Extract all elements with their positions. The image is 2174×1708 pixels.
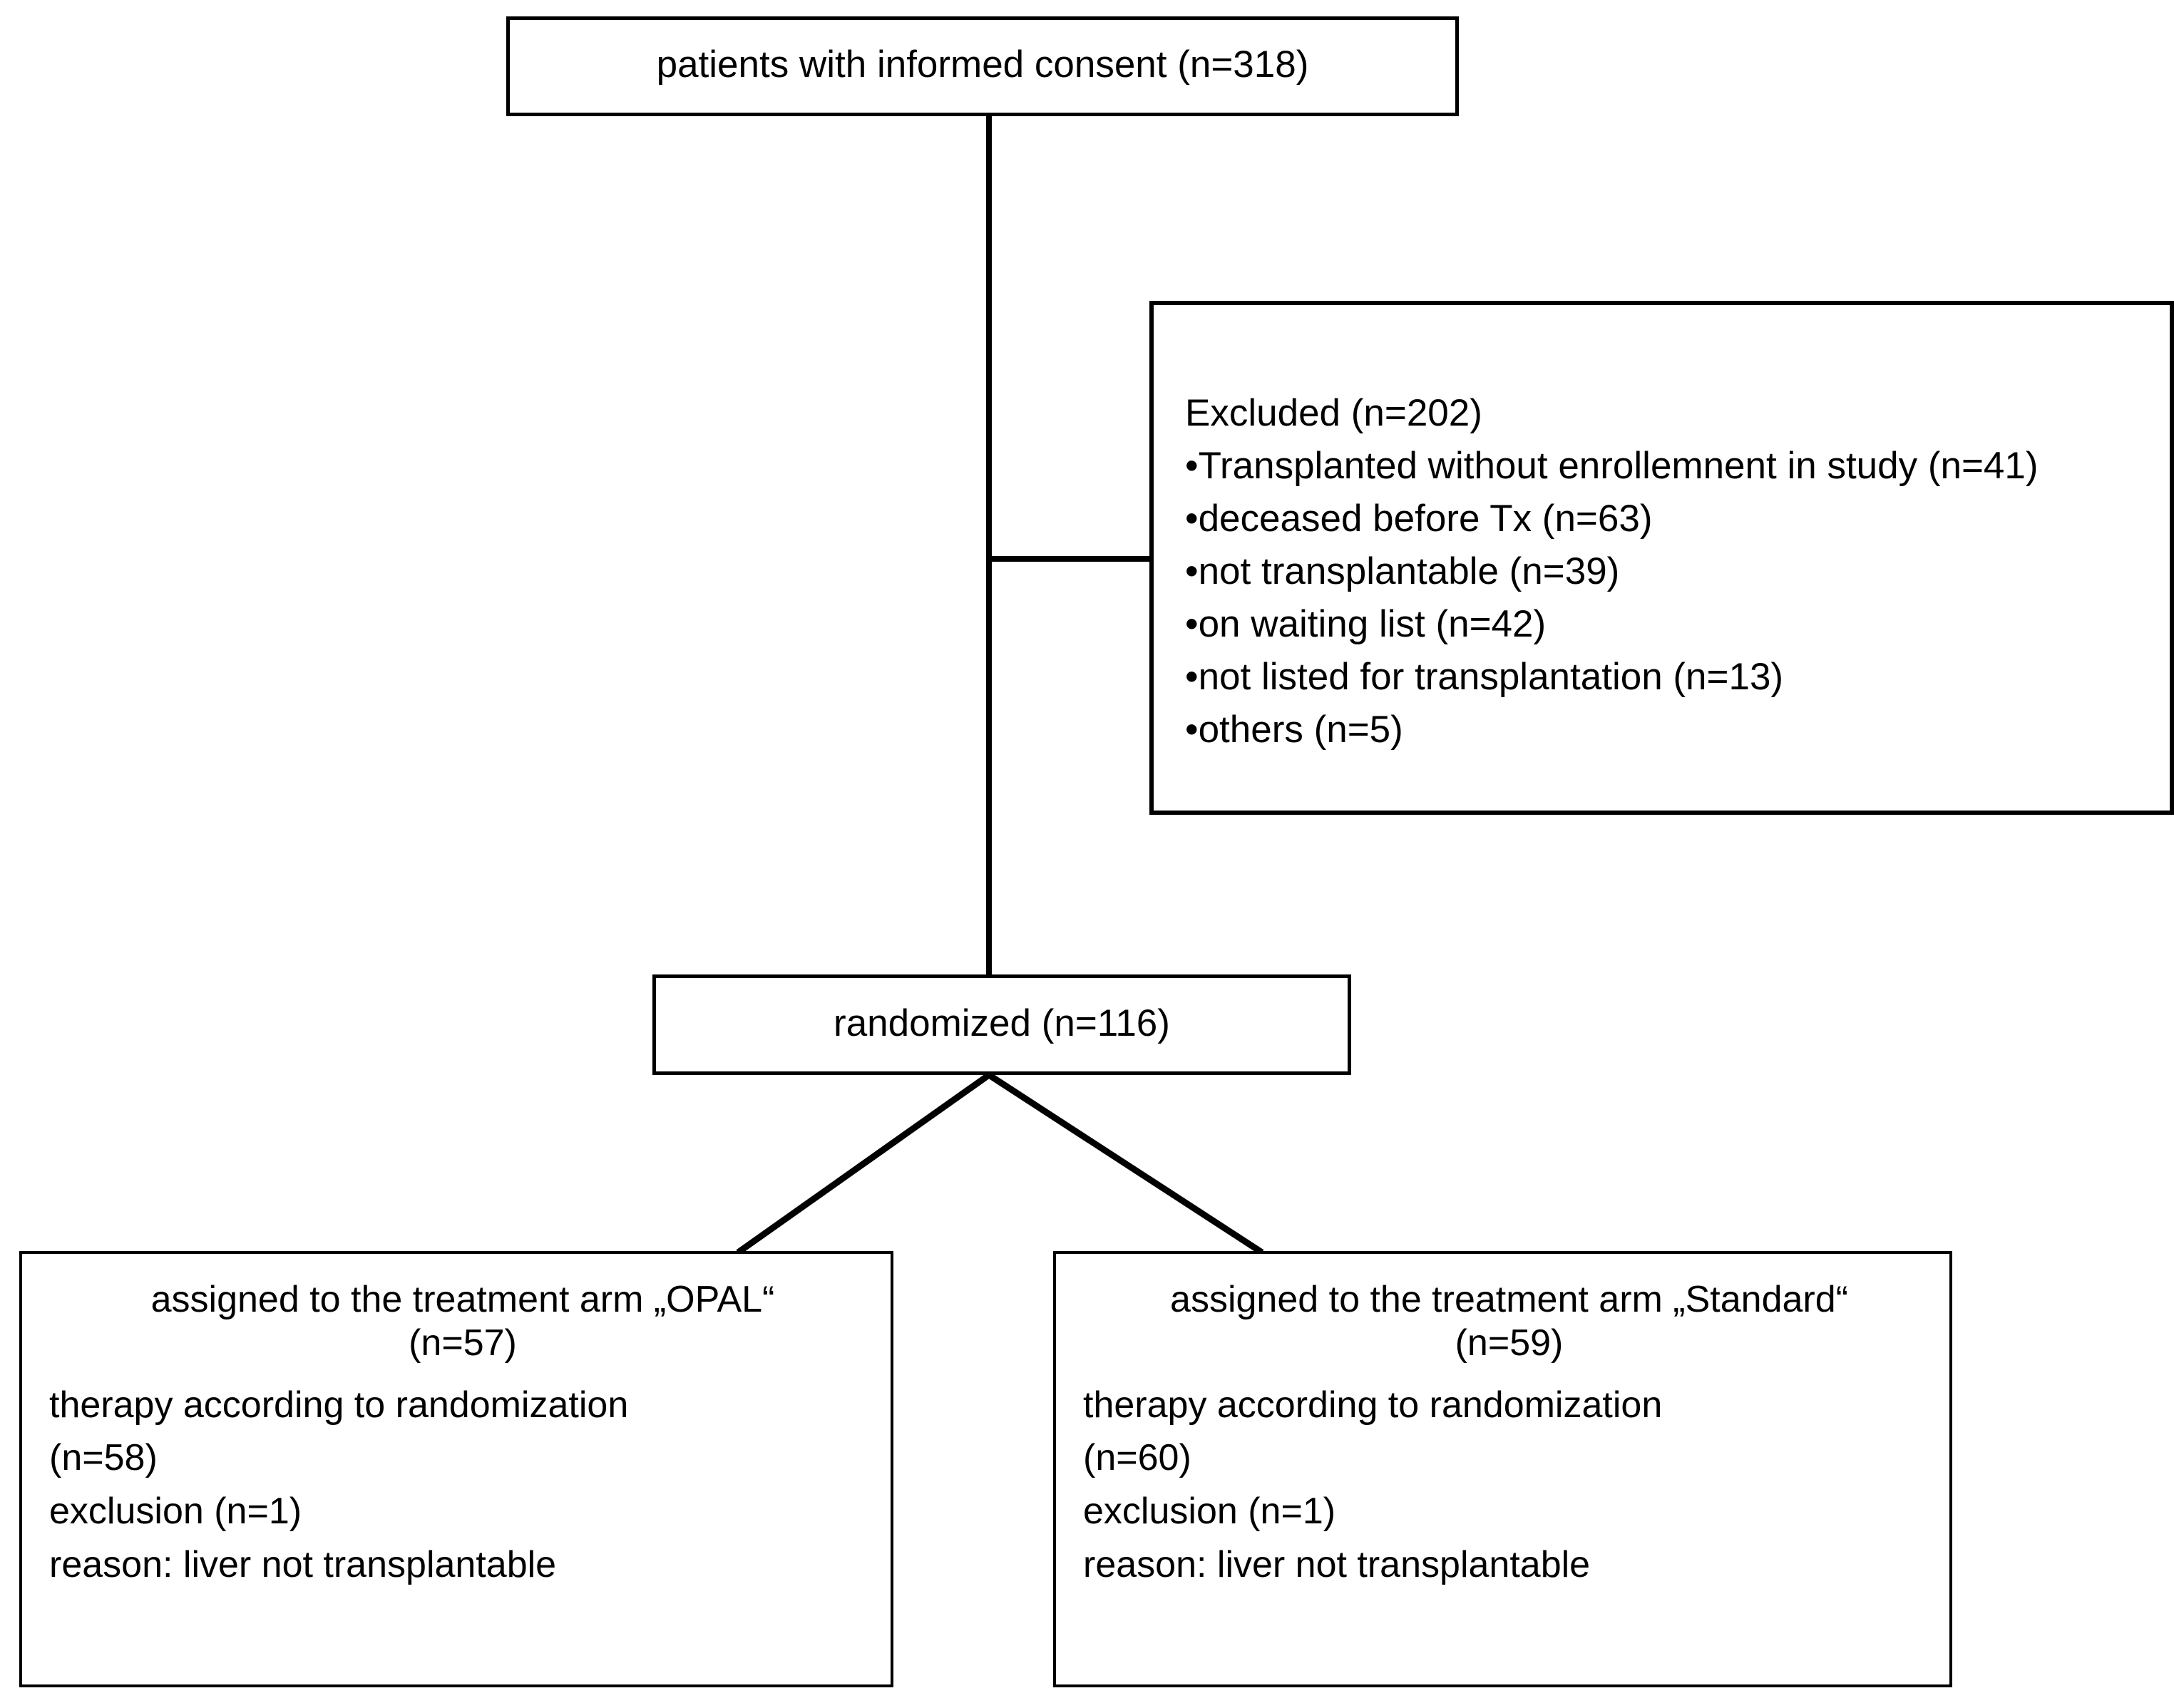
excluded-reason-item: on waiting list (n=42): [1185, 605, 2163, 643]
excluded-reason-item: not listed for transplantation (n=13): [1185, 658, 2163, 696]
node-excluded: Excluded (n=202) Transplanted without en…: [1149, 301, 2174, 815]
arm-opal-detail-line: reason: liver not transplantable: [49, 1544, 557, 1586]
arm-opal-content: assigned to the treatment arm „OPAL“ (n=…: [49, 1278, 876, 1597]
node-randomized: randomized (n=116): [652, 974, 1351, 1075]
arm-standard-content: assigned to the treatment arm „Standard“…: [1083, 1278, 1935, 1597]
node-randomized-label: randomized (n=116): [834, 1002, 1170, 1044]
node-treatment-arm-standard: assigned to the treatment arm „Standard“…: [1053, 1251, 1952, 1687]
arm-opal-detail-line: (n=58): [49, 1437, 158, 1479]
arm-standard-detail-line: reason: liver not transplantable: [1083, 1544, 1591, 1586]
arm-standard-count: (n=59): [1455, 1322, 1564, 1364]
excluded-reason-list: Excluded (n=202) Transplanted without en…: [1185, 394, 2163, 763]
arm-opal-title: assigned to the treatment arm „OPAL“: [150, 1279, 775, 1320]
excluded-reason-item: Transplanted without enrollemnent in stu…: [1185, 447, 2163, 485]
excluded-reason-item: not transplantable (n=39): [1185, 552, 2163, 590]
arm-opal-detail-line: exclusion (n=1): [49, 1491, 302, 1533]
excluded-reason-item: deceased before Tx (n=63): [1185, 500, 2163, 537]
arm-opal-detail-line: therapy according to randomization: [49, 1384, 629, 1426]
arm-standard-detail-line: exclusion (n=1): [1083, 1491, 1336, 1533]
arm-opal-count: (n=57): [409, 1322, 517, 1364]
node-informed-consent: patients with informed consent (n=318): [506, 16, 1459, 116]
connector-to-excluded: [986, 556, 1152, 562]
excluded-reason-item: others (n=5): [1185, 711, 2163, 748]
node-informed-consent-label: patients with informed consent (n=318): [656, 43, 1309, 86]
arm-standard-title: assigned to the treatment arm „Standard“: [1170, 1279, 1848, 1320]
excluded-heading: Excluded (n=202): [1185, 392, 1482, 434]
arm-standard-detail-line: (n=60): [1083, 1437, 1191, 1479]
arm-standard-detail-line: therapy according to randomization: [1083, 1384, 1663, 1426]
connector-consent-to-randomized: [986, 116, 992, 976]
node-treatment-arm-opal: assigned to the treatment arm „OPAL“ (n=…: [19, 1251, 893, 1687]
